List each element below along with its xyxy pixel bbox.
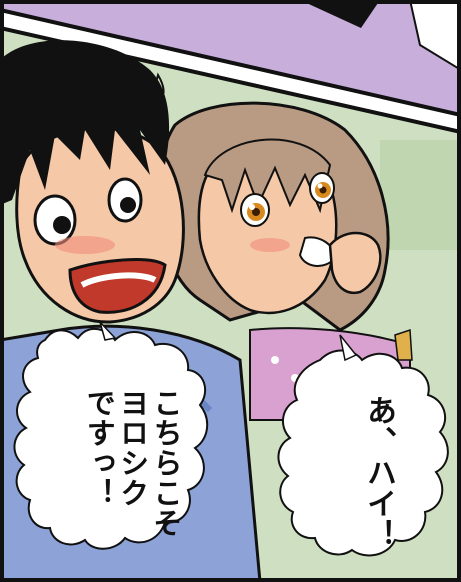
sweat-drop — [130, 67, 141, 96]
girl-pupil-left — [252, 208, 260, 216]
girl-eye-shine-right — [317, 183, 323, 189]
speech-bubble-right-tail — [339, 334, 358, 362]
top-panel-hand — [408, 0, 461, 72]
top-panel-detail — [300, 0, 380, 28]
speech-left-line-1: こちらこそ — [149, 388, 183, 538]
speech-bubble-left — [13, 327, 209, 550]
speech-left-line-3: ですっ！ — [82, 388, 117, 508]
sweat-drop — [154, 72, 165, 101]
top-panel-border — [0, 8, 461, 117]
boy-pupil-right — [120, 197, 136, 213]
girl-hand — [328, 231, 382, 295]
boy-mouth — [68, 258, 167, 314]
main-panel-border-top — [0, 26, 461, 134]
girl-blush — [250, 238, 290, 252]
girl-pupil-right — [319, 186, 327, 194]
speech-left-text: こちらこそ ヨロシク ですっ！ — [50, 388, 183, 548]
top-panel-background — [0, 0, 461, 115]
speech-bubble-right — [277, 349, 449, 557]
speech-left-line-2: ヨロシク — [115, 388, 150, 508]
panel-gutter — [0, 10, 461, 132]
speech-bubble-left-tail — [99, 321, 117, 341]
boy-blush — [55, 236, 115, 254]
boy-teeth — [80, 272, 157, 288]
girl-strap — [394, 328, 413, 361]
background-window — [380, 140, 461, 250]
girl-eye-shine-left — [249, 204, 255, 210]
boy-hair — [0, 40, 170, 205]
speech-right-line-1: あ、ハイ！ — [361, 395, 396, 550]
dot — [271, 356, 279, 364]
boy-pupil-left — [53, 216, 71, 234]
speech-right-text: あ、ハイ！ — [350, 395, 396, 555]
